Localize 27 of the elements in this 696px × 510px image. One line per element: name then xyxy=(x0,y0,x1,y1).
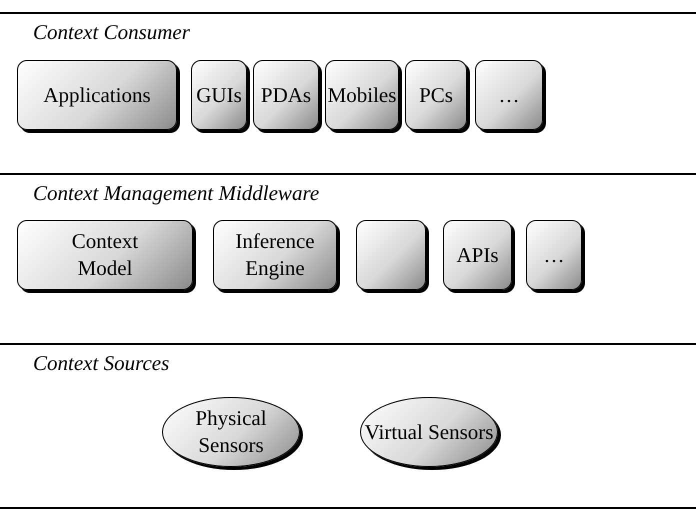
box-label: Physical Sensors xyxy=(194,405,268,459)
component-box xyxy=(213,220,337,290)
component-box xyxy=(443,220,512,290)
component-box xyxy=(17,220,193,290)
component-box xyxy=(526,220,582,290)
layer-band xyxy=(0,343,696,509)
component-box xyxy=(191,60,247,130)
component-box xyxy=(356,220,426,290)
box-label: APIs xyxy=(456,242,498,268)
layer-heading: Context Sources xyxy=(33,353,170,374)
component-box xyxy=(325,60,399,130)
box-label: PCs xyxy=(419,82,453,108)
box-label: … xyxy=(544,242,564,268)
box-label: GUIs xyxy=(196,82,242,108)
component-box xyxy=(253,60,319,130)
component-box xyxy=(17,60,177,130)
box-label: Inference Engine xyxy=(234,228,316,282)
component-box xyxy=(405,60,467,130)
box-label: Applications xyxy=(43,82,151,108)
box-label: Context Model xyxy=(70,228,140,282)
layer-heading: Context Consumer xyxy=(33,22,190,43)
layer-heading: Context Management Middleware xyxy=(33,183,320,204)
component-box xyxy=(475,60,543,130)
box-label: Virtual Sensors xyxy=(364,418,494,446)
box-label: PDAs xyxy=(260,82,312,108)
box-label: Mobiles xyxy=(328,82,396,108)
box-label: … xyxy=(498,82,520,108)
